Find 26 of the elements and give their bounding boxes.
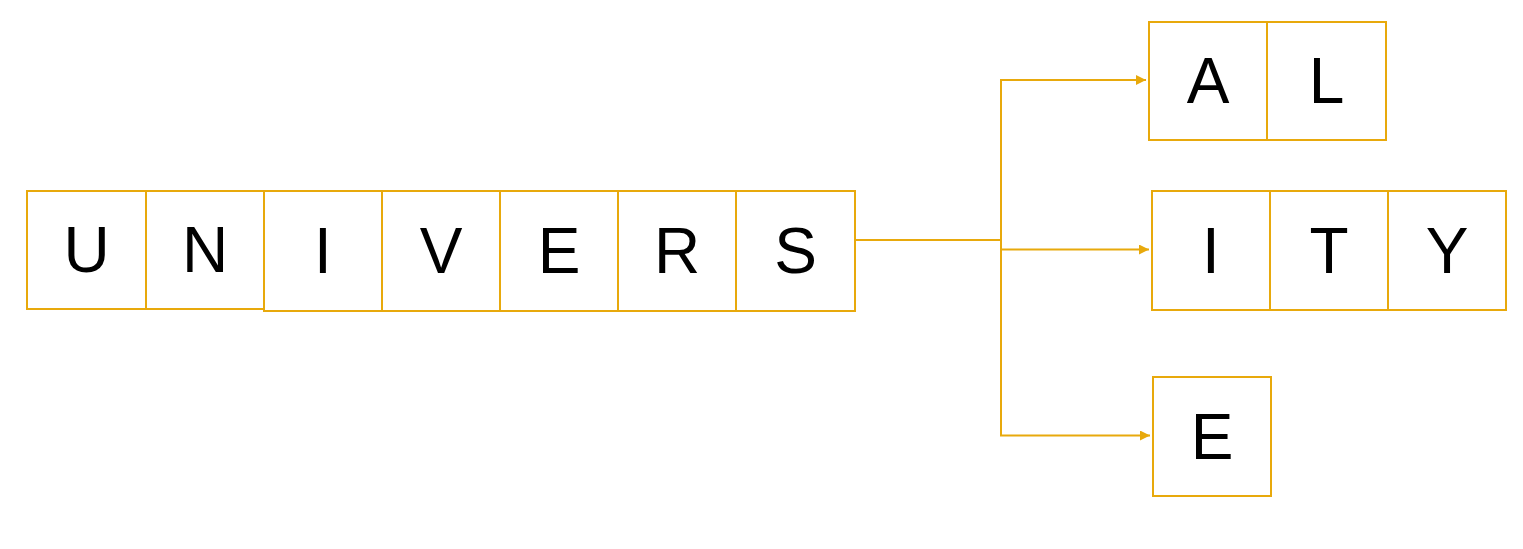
letter-box bbox=[263, 190, 383, 312]
letter: Y bbox=[1425, 218, 1469, 283]
letter-box bbox=[145, 190, 265, 310]
letter-box bbox=[26, 190, 147, 310]
letter-box bbox=[1151, 190, 1271, 311]
letter-box bbox=[617, 190, 737, 312]
letter: T bbox=[1309, 218, 1349, 283]
letter: U bbox=[63, 218, 110, 282]
letter: A bbox=[1186, 49, 1230, 113]
letter-box bbox=[499, 190, 619, 312]
letter-box bbox=[1266, 21, 1387, 141]
letter: S bbox=[774, 219, 817, 283]
letter: I bbox=[314, 219, 332, 283]
letter: E bbox=[1190, 404, 1234, 469]
letter: I bbox=[1202, 218, 1220, 283]
letter-box bbox=[1269, 190, 1389, 311]
letter-box bbox=[1148, 21, 1268, 141]
letter: V bbox=[419, 219, 463, 283]
letter-box bbox=[1152, 376, 1272, 497]
letter-box bbox=[1387, 190, 1507, 311]
letter: R bbox=[653, 219, 701, 283]
letter-box bbox=[381, 190, 501, 312]
letter: E bbox=[537, 219, 581, 283]
letter-box bbox=[735, 190, 856, 312]
letter: L bbox=[1308, 49, 1345, 113]
letter: N bbox=[181, 218, 229, 282]
